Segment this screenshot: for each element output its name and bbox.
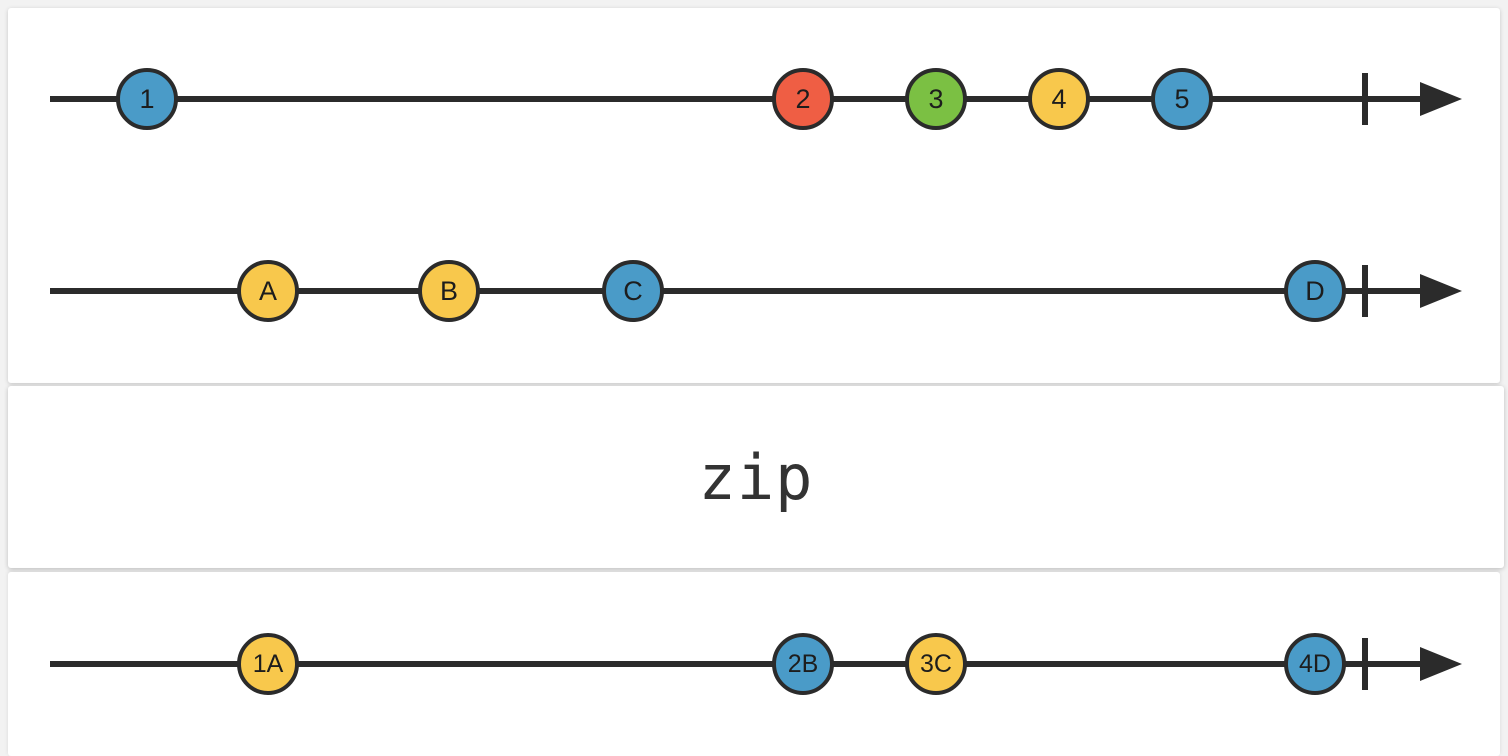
marble-3[interactable]: 3 — [905, 68, 967, 130]
marble-c[interactable]: C — [602, 260, 664, 322]
marble-1[interactable]: 1 — [116, 68, 178, 130]
timeline-arrowhead — [1420, 274, 1462, 308]
marble-1a[interactable]: 1A — [237, 633, 299, 695]
marble-4[interactable]: 4 — [1028, 68, 1090, 130]
timeline-arrowhead — [1420, 647, 1462, 681]
marble-2b[interactable]: 2B — [772, 633, 834, 695]
marble-b[interactable]: B — [418, 260, 480, 322]
marble-3c[interactable]: 3C — [905, 633, 967, 695]
timeline-arrowhead — [1420, 82, 1462, 116]
marble-4d[interactable]: 4D — [1284, 633, 1346, 695]
operator-panel: zip — [8, 386, 1504, 568]
marble-a[interactable]: A — [237, 260, 299, 322]
operator-name-label: zip — [698, 440, 814, 514]
marble-d[interactable]: D — [1284, 260, 1346, 322]
source-streams-panel — [8, 8, 1500, 383]
marble-2[interactable]: 2 — [772, 68, 834, 130]
marble-5[interactable]: 5 — [1151, 68, 1213, 130]
